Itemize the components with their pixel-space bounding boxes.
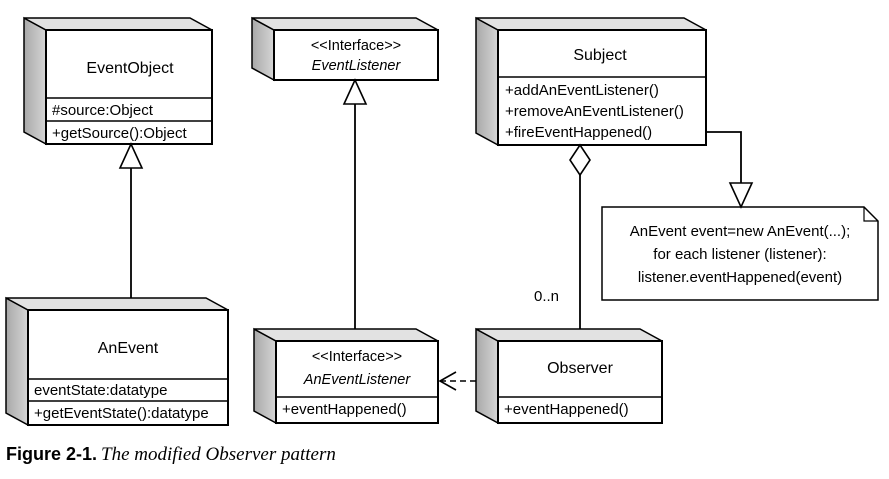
class-observer: Observer +eventHappened() [475, 327, 663, 425]
class-name: AnEvent [98, 340, 159, 357]
note: AnEvent event=new AnEvent(...); for each… [601, 206, 879, 301]
stereotype: <<Interface>> [311, 38, 401, 54]
interface-name: EventListener [312, 58, 402, 74]
class-box [45, 29, 213, 145]
operation: +eventHappened() [282, 401, 407, 418]
box-side-shade [475, 16, 499, 147]
box-side-shade [23, 16, 47, 146]
figure-number: Figure 2-1. [6, 444, 98, 464]
box-side-shade [5, 296, 29, 427]
box-top-shade [475, 17, 707, 31]
note-line: listener.eventHappened(event) [638, 269, 842, 286]
class-name: Observer [547, 360, 613, 377]
box-top-shade [475, 328, 663, 342]
aggregation-subject-observer: 0..n [534, 143, 591, 329]
class-name: EventObject [86, 60, 174, 77]
class-box [27, 309, 229, 426]
generalization-aneventlistener-eventlistener [342, 78, 368, 329]
hollow-triangle-arrowhead [118, 142, 144, 169]
class-box [497, 29, 707, 146]
note-shape [601, 206, 879, 301]
hollow-diamond [569, 143, 591, 177]
open-arrowhead [438, 371, 457, 391]
operation: +getEventState():datatype [34, 405, 209, 422]
interface-event-listener: <<Interface>> EventListener [251, 16, 439, 82]
box-side-shade [475, 327, 499, 425]
hollow-triangle-arrowhead [728, 182, 754, 209]
attribute: eventState:datatype [34, 382, 167, 399]
stereotype: <<Interface>> [312, 349, 402, 365]
note-line: AnEvent event=new AnEvent(...); [630, 223, 851, 240]
interface-name: AnEventListener [303, 372, 412, 388]
class-box [273, 29, 439, 81]
hollow-triangle-arrowhead [342, 78, 368, 105]
box-side-shade [253, 327, 277, 425]
interface-an-event-listener: <<Interface>> AnEventListener +eventHapp… [253, 327, 439, 425]
class-box [497, 340, 663, 424]
figure-title: The modified Observer pattern [101, 444, 336, 465]
class-name: Subject [573, 47, 627, 64]
note-link [706, 131, 754, 209]
operation: +fireEventHappened() [505, 124, 652, 141]
multiplicity-label: 0..n [534, 288, 559, 305]
attribute: #source:Object [52, 102, 154, 119]
note-fold [863, 207, 878, 222]
box-top-shade [5, 297, 229, 311]
class-box [275, 340, 439, 424]
box-top-shade [251, 17, 439, 31]
realization-observer-aneventlistener [438, 371, 476, 391]
note-line: for each listener (listener): [653, 246, 826, 263]
operation: +getSource():Object [52, 125, 187, 142]
box-top-shade [23, 17, 213, 31]
operation: +eventHappened() [504, 401, 629, 418]
box-top-shade [253, 328, 439, 342]
operation: +removeAnEventListener() [505, 103, 684, 120]
class-subject: Subject +addAnEventListener() +removeAnE… [475, 16, 707, 147]
figure-caption: Figure 2-1. The modified Observer patter… [6, 444, 866, 466]
class-event-object: EventObject #source:Object +getSource():… [23, 16, 213, 146]
operation: +addAnEventListener() [505, 82, 659, 99]
class-an-event: AnEvent eventState:datatype +getEventSta… [5, 296, 229, 427]
generalization-anevent-eventobject [118, 142, 144, 298]
